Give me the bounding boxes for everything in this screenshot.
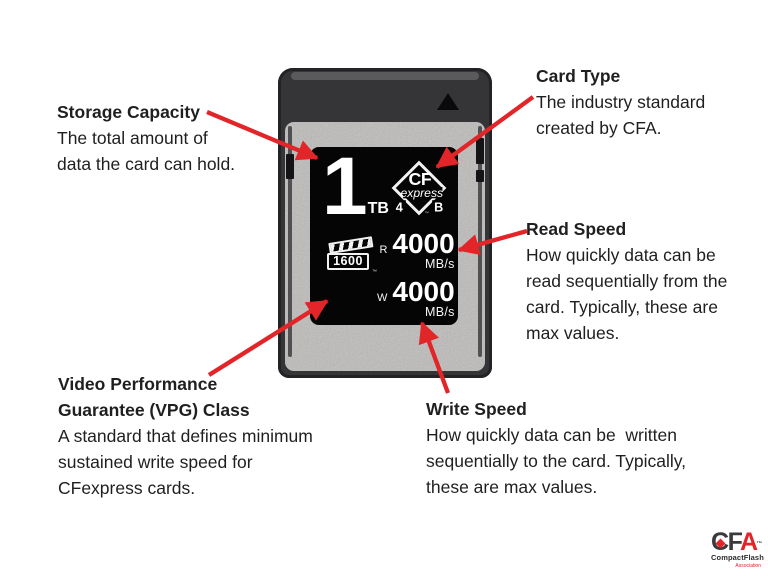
card-type-title: Card Type (536, 66, 621, 86)
read-prefix: R (379, 244, 388, 256)
annotation-storage-capacity: Storage Capacity The total amount of dat… (57, 99, 277, 177)
write-speed-body: How quickly data can be written sequenti… (426, 425, 687, 497)
cfa-name: CompactFlash (711, 553, 764, 562)
cfexpress-express-text: express (400, 186, 443, 200)
cfa-wordmark: CFA™ (711, 530, 762, 555)
write-prefix: W (377, 292, 388, 304)
cfa-letter-f: F (727, 528, 742, 556)
capacity-value: 1 (322, 147, 368, 232)
card-type-body: The industry standard created by CFA. (536, 92, 706, 138)
storage-capacity-title: Storage Capacity (57, 102, 200, 122)
cfexpress-cf-text: CF (408, 169, 431, 189)
write-speed-rating: W 4000 MB/s (377, 276, 455, 319)
annotation-read-speed: Read Speed How quickly data can be read … (526, 216, 761, 346)
vpg-class-value: 1600 (327, 253, 369, 270)
capacity-unit: TB (367, 200, 389, 217)
vpg-class-body: A standard that defines minimum sustaine… (58, 426, 313, 498)
storage-capacity-body: The total amount of data the card can ho… (57, 128, 236, 174)
vpg-tm: ™ (372, 269, 377, 275)
card-left-rail (288, 126, 292, 357)
card-right-notch (476, 138, 484, 164)
read-speed-title: Read Speed (526, 219, 627, 239)
cfexpress-tm: ™ (425, 210, 429, 215)
capacity: 1 TB (322, 147, 389, 232)
clapperboard-icon (328, 236, 374, 254)
read-value: 4000 (392, 228, 455, 259)
write-unit: MB/s (425, 305, 455, 319)
read-speed-body: How quickly data can be read sequentiall… (526, 245, 728, 343)
speed-ratings: R 4000 MB/s W 4000 MB/s (377, 228, 455, 325)
card-left-notch (286, 154, 294, 179)
read-speed-rating: R 4000 MB/s (379, 228, 455, 271)
write-value: 4000 (392, 276, 455, 307)
vpg-logo: 1600 ™ (327, 236, 377, 325)
cfexpress-type: B (434, 200, 443, 214)
annotation-vpg-class: Video Performance Guarantee (VPG) Class … (58, 371, 368, 501)
card-top-strip (291, 72, 479, 80)
cfa-subname: Association (735, 563, 761, 569)
card-label: 1 TB CF express 4 B ™ (310, 147, 458, 325)
memory-card: 1 TB CF express 4 B ™ (278, 68, 492, 378)
cfa-tm: ™ (756, 541, 763, 547)
read-unit: MB/s (425, 257, 455, 271)
orientation-triangle-icon (437, 93, 459, 110)
annotation-write-speed: Write Speed How quickly data can be writ… (426, 396, 726, 500)
cfexpress-version: 4 (396, 200, 403, 214)
cfa-logo: CFA™ CompactFlash Association (711, 530, 765, 570)
write-speed-title: Write Speed (426, 399, 527, 419)
vpg-class-title: Video Performance Guarantee (VPG) Class (58, 374, 250, 420)
card-right-notch (476, 170, 484, 182)
cfa-letter-a: A (739, 528, 758, 556)
cfexpress-logo-icon: CF express 4 B ™ (391, 160, 447, 216)
annotation-card-type: Card Type The industry standard created … (536, 63, 746, 141)
